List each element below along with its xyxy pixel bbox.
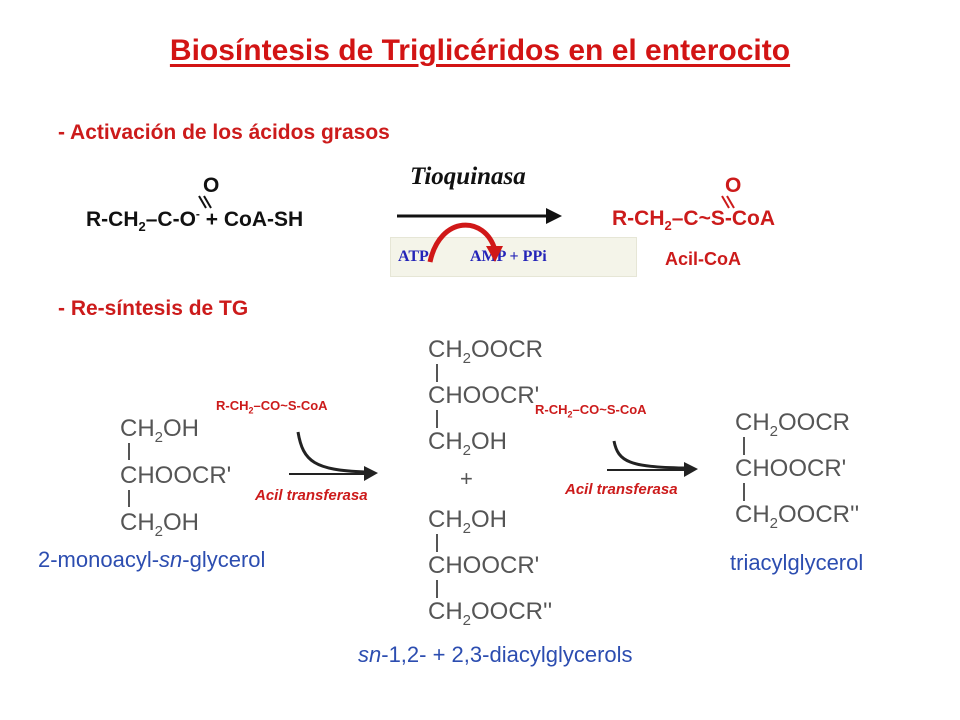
page-title: Biosíntesis de Triglicéridos en el enter… (169, 34, 791, 67)
dag2-row-3: CH2OOCR'' (428, 598, 553, 629)
reactant-formula: R-CH2–C-O- + CoA-SH (86, 207, 304, 235)
tag-row-3: CH2OOCR'' (735, 501, 860, 532)
label-triacylglycerol: triacylglycerol (730, 550, 864, 575)
dag1-row-3: CH2OH (428, 428, 508, 459)
amp-ppi-label: AMP + PPi (470, 248, 547, 265)
double-bond-right-1 (721, 195, 730, 209)
mono-row-1: CH2OH (120, 415, 200, 446)
transferase-arrow-2-head (684, 462, 698, 477)
mono-bond-1 (128, 443, 130, 460)
transferase-arrow-1-curve (296, 431, 366, 474)
dag2-bond-2 (436, 580, 438, 598)
product-name-acil-coa: Acil-CoA (665, 249, 741, 269)
mono-row-2: CHOOCR' (120, 462, 232, 489)
dag2-row-1: CH2OH (428, 506, 508, 537)
reagent-acyl-coa-1: R-CH2–CO~S-CoA (216, 398, 328, 416)
section-activation: - Activación de los ácidos grasos (58, 121, 390, 144)
tag-row-1: CH2OOCR (735, 409, 851, 440)
main-arrow-head (546, 208, 562, 224)
dag1-bond-1 (436, 364, 438, 382)
product-formula: R-CH2–C~S-CoA (612, 207, 776, 234)
atp-curved-arrow (427, 222, 498, 263)
enzyme-acil-transferasa-2: Acil transferasa (565, 481, 678, 498)
double-bond-left-1 (198, 195, 207, 209)
carbonyl-oxygen-left: O (203, 174, 220, 197)
dag1-row-1: CH2OOCR (428, 336, 544, 367)
label-monoacylglycerol: 2-monoacyl-sn-glycerol (38, 547, 266, 572)
reagent-acyl-coa-2: R-CH2–CO~S-CoA (535, 402, 647, 420)
dag2-row-2: CHOOCR' (428, 552, 540, 579)
tag-row-2: CHOOCR' (735, 455, 847, 482)
double-bond-left-2 (203, 195, 212, 209)
atp-label: ATP (398, 248, 429, 265)
plus-sign: + (460, 466, 473, 491)
section-resynthesis: - Re-síntesis de TG (58, 297, 249, 320)
transferase-arrow-2-curve (612, 440, 685, 470)
carbonyl-oxygen-right: O (725, 174, 742, 197)
enzyme-acil-transferasa-1: Acil transferasa (255, 487, 368, 504)
dag1-bond-2 (436, 410, 438, 428)
dag1-row-2: CHOOCR' (428, 382, 540, 409)
enzyme-tioquinasa: Tioquinasa (410, 163, 526, 190)
atp-curved-arrow-head (486, 246, 503, 262)
mono-bond-2 (128, 490, 130, 507)
transferase-arrow-1-head (364, 466, 378, 481)
double-bond-right-2 (726, 195, 735, 209)
dag2-bond-1 (436, 534, 438, 552)
label-diacylglycerols: sn-1,2- + 2,3-diacylglycerols (358, 642, 633, 667)
tag-bond-2 (743, 483, 745, 501)
tag-bond-1 (743, 437, 745, 455)
mono-row-3: CH2OH (120, 509, 200, 540)
